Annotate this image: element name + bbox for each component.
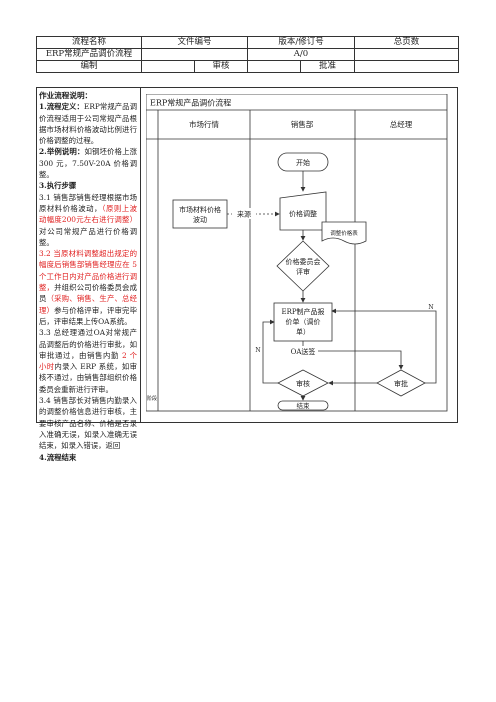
step-3-3-text-a: 3.3 总经理通过OA对常规产品调整后的价格进行审批，如审批通过，由销售内勤 — [39, 328, 137, 360]
step-3-1-text-a: 3.1 销售部销售经理根据市场原材料价格波动， — [39, 192, 137, 213]
header-process-name-label: 流程名称 — [36, 36, 142, 49]
header-version-label: 版本/修订号 — [247, 36, 356, 49]
step-3-2-highlight-a: 3.2 当原材料调整超出规定的幅度后销售部销售经理应在 5 个工作日内对产品价格… — [39, 249, 137, 293]
price-adjust-text: 价格调整 — [289, 209, 317, 218]
step-1-definition: 1.流程定义：ERP常规产品调价流程适用于公司常规产品根据市场材料价格波动比例进… — [39, 101, 137, 146]
step-2-label: 2.举例说明： — [39, 147, 85, 157]
step-2-text: 如钢坯价格上涨 300 元，7.50V-20A 价格调整。 — [39, 147, 137, 180]
header-total-pages-value — [354, 48, 460, 61]
header-total-pages-label: 总页数 — [354, 36, 460, 49]
step-3-3-text-b: 内录入 ERP 系统，如审核不通过，由销售部组织价格委员会重新进行评审。 — [39, 362, 137, 394]
approve-no-label: N — [428, 304, 433, 311]
arrow-approve-no — [331, 308, 437, 384]
flowchart: ERP常规产品调价流程 市场行情 销售部 总经理 阶段 开始 市场材料价格 波动… — [146, 94, 448, 412]
end-terminal — [277, 400, 329, 411]
step-1-text: ERP常规产品调价流程适用于公司常规产品根据市场材料价格波动比例进行价格调整的过… — [39, 102, 138, 146]
header-reviewed-value — [247, 60, 302, 73]
header-compiled-value — [141, 60, 195, 73]
review-text: 审核 — [296, 379, 310, 388]
header-row-2: ERP常规产品调价流程 A/0 — [36, 48, 460, 61]
step-1-label: 1.流程定义： — [39, 102, 84, 112]
flowchart-title: ERP常规产品调价流程 — [150, 98, 231, 108]
step-3-2-text-a: 并组织公司价格委员会成员 — [39, 283, 137, 304]
header-approved-label: 批准 — [300, 60, 356, 73]
price-table-document — [321, 221, 367, 245]
market-text-2: 波动 — [193, 215, 207, 224]
instructions-heading: 作业流程说明： — [39, 91, 93, 100]
market-text-1: 市场材料价格 — [179, 205, 221, 214]
header-process-name-value: ERP常规产品调价流程 — [36, 48, 142, 61]
step-4-end: 4.流程结束 — [39, 452, 137, 463]
approve-diamond — [376, 369, 426, 397]
step-3-4: 3.4 销售部长对销售内勤录入的调整价格信息进行审核，主要审核产品名称、价格是否… — [39, 396, 137, 451]
lane-sales: 销售部 — [291, 119, 314, 129]
header-approved-value — [354, 60, 460, 73]
erp-text-3: 单） — [296, 327, 310, 336]
header-row-3: 编制 审核 批准 — [36, 60, 460, 73]
step-3-1-highlight: （原则上波动幅度200元左右进行调整） — [39, 203, 137, 225]
committee-text-1: 价格委员会 — [286, 257, 321, 266]
header-file-number-label: 文件编号 — [140, 36, 249, 49]
header-row-1: 流程名称 文件编号 版本/修订号 总页数 — [36, 36, 460, 49]
committee-review-diamond — [276, 240, 330, 292]
oa-label: OA送签 — [291, 347, 316, 356]
arrow-review-no — [262, 319, 278, 384]
header-file-number-value — [140, 48, 249, 61]
step-3-3-highlight: 2 个小时 — [39, 350, 137, 372]
phase-label: 阶段 — [147, 395, 157, 402]
step-3-heading: 3.执行步骤 — [39, 180, 137, 191]
erp-text-2: 价单（调价 — [286, 317, 321, 326]
main-content-box: 作业流程说明： 1.流程定义：ERP常规产品调价流程适用于公司常规产品根据市场材… — [36, 87, 458, 462]
header-table: 流程名称 文件编号 版本/修订号 总页数 ERP常规产品调价流程 A/0 编制 … — [36, 36, 460, 73]
source-label: 来源 — [237, 210, 251, 219]
price-table-text: 调整价格表 — [330, 229, 358, 237]
review-no-label: N — [255, 347, 260, 354]
committee-text-2: 评审 — [296, 267, 310, 276]
end-text: 结束 — [297, 401, 311, 410]
step-3-2: 3.2 当原材料调整超出规定的幅度后销售部销售经理应在 5 个工作日内对产品价格… — [39, 248, 137, 327]
step-4-label: 4.流程结束 — [39, 452, 77, 462]
header-version-value: A/0 — [247, 48, 356, 61]
flowchart-frame — [146, 94, 448, 412]
step-2-example: 2.举例说明：如钢坯价格上涨 300 元，7.50V-20A 价格调整。 — [39, 146, 137, 180]
process-instructions: 作业流程说明： 1.流程定义：ERP常规产品调价流程适用于公司常规产品根据市场材… — [37, 88, 141, 462]
erp-text-1: ERP制产品报 — [281, 307, 324, 316]
start-text: 开始 — [296, 158, 310, 167]
step-3-3: 3.3 总经理通过OA对常规产品调整后的价格进行审批，如审批通过，由销售内勤 2… — [39, 327, 137, 395]
lane-market: 市场行情 — [189, 119, 219, 129]
header-compiled-label: 编制 — [36, 60, 142, 73]
header-reviewed-label: 审核 — [193, 60, 249, 73]
step-3-label: 3.执行步骤 — [39, 181, 77, 191]
step-3-2-highlight-b: （采购、销售、生产、总经理） — [39, 294, 137, 315]
approve-text: 审批 — [394, 379, 408, 388]
step-3-2-text-b: 参与价格评审，评审完毕后，评审结果上传OA系统。 — [39, 305, 137, 326]
lane-general-manager: 总经理 — [390, 119, 413, 129]
step-3-1-text-b: 对公司常规产品进行价格调整。 — [39, 226, 137, 247]
step-3-1: 3.1 销售部销售经理根据市场原材料价格波动，（原则上波动幅度200元左右进行调… — [39, 192, 137, 248]
